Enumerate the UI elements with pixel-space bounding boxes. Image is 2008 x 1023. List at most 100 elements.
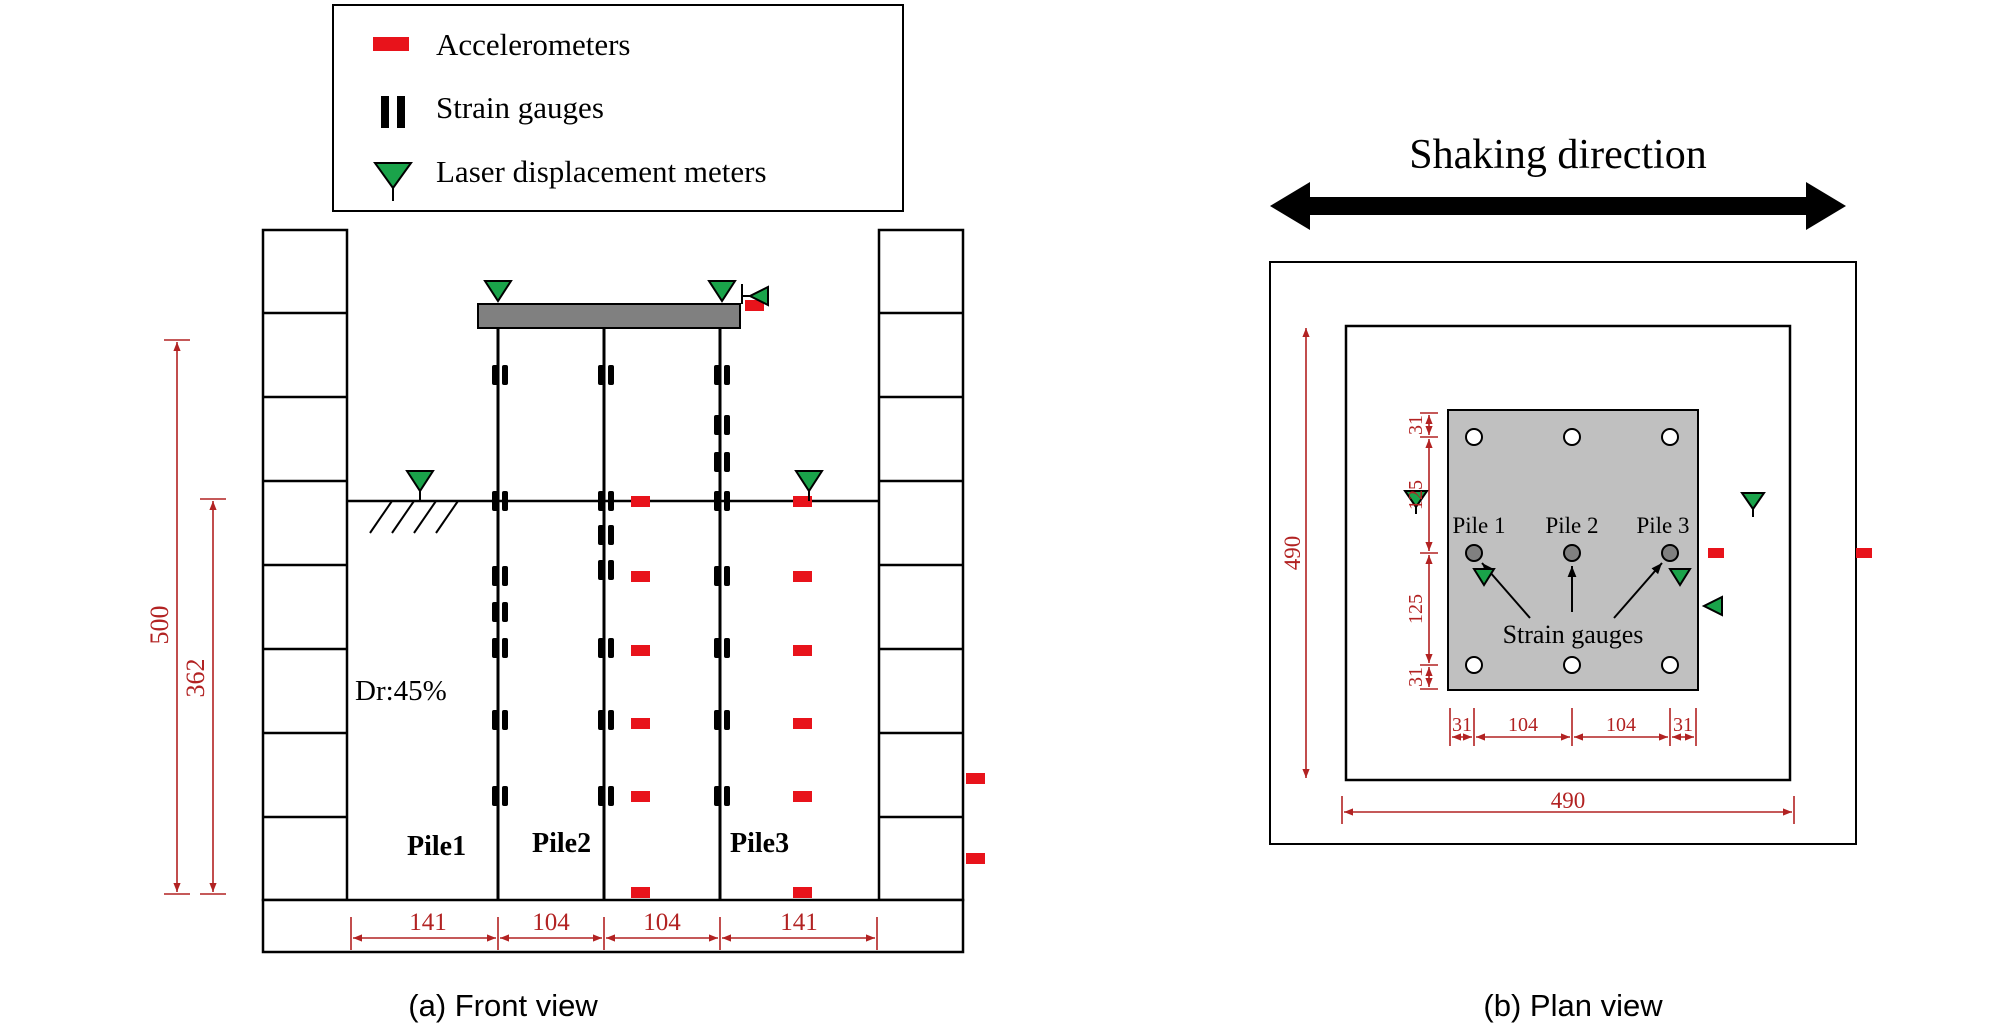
strain-gauge-icon: [714, 415, 720, 435]
strain-gauge-icon: [714, 452, 720, 472]
strain-gauge-icon: [608, 560, 614, 580]
strain-gauge-icon: [608, 365, 614, 385]
dim-plan-vertical-3: 125: [1405, 594, 1427, 624]
strain-gauge-icon: [598, 638, 604, 658]
accelerometer-icon: [631, 571, 650, 582]
accelerometer-legend-icon: [373, 37, 409, 51]
pile-circle: [1661, 656, 1679, 674]
strain-gauge-icon: [492, 710, 498, 730]
strain-gauge-icon: [502, 710, 508, 730]
dim-soil-depth: 362: [181, 659, 210, 698]
accelerometer-icon: [631, 887, 650, 898]
strain-gauge-icon: [598, 710, 604, 730]
laser-meter-icon: [405, 470, 435, 493]
strain-gauge-icon: [598, 491, 604, 511]
laser-meter-icon: [1701, 595, 1723, 617]
dim-plan-vertical-2: 125: [1405, 480, 1427, 510]
strain-gauge-icon: [714, 491, 720, 511]
laser-meter-icon: [747, 285, 769, 307]
pile-3-label: Pile3: [730, 828, 789, 859]
accelerometer-icon: [1856, 548, 1872, 558]
dim-plan-horizontal-4: 31: [1673, 714, 1693, 736]
strain-gauge-icon: [502, 365, 508, 385]
strain-gauge-icon: [608, 638, 614, 658]
pile-2-label: Pile2: [532, 828, 591, 859]
accelerometer-icon: [745, 300, 764, 311]
pile-2-circle: [1563, 544, 1581, 562]
strain-gauge-icon: [492, 365, 498, 385]
strain-gauge-icon: [608, 786, 614, 806]
plan-piles: [1465, 428, 1679, 674]
accelerometer-icon: [793, 645, 812, 656]
strain-gauge-icon: [608, 491, 614, 511]
accelerometer-icon: [631, 645, 650, 656]
pile-circle: [1563, 428, 1581, 446]
strain-gauge-icon: [608, 525, 614, 545]
strain-gauge-icon: [724, 452, 730, 472]
soil-density-label: Dr:45%: [355, 675, 447, 707]
laser-meter-icon: [1668, 568, 1692, 587]
dim-plan-horizontal-2: 104: [1508, 714, 1538, 736]
plan-horizontal-part-dimensions: 31 104 104 31: [1449, 708, 1697, 746]
accelerometer-icon: [793, 571, 812, 582]
accelerometer-icon: [966, 853, 985, 864]
front-view: Dr:45% Pile1 Pile2 Pile3 500 362 141: [145, 228, 985, 1023]
strain-gauge-icon: [492, 491, 498, 511]
strain-gauge-icon: [598, 525, 604, 545]
strain-gauge-icon: [714, 786, 720, 806]
plan-horizontal-outer-dimension: 490: [1341, 788, 1795, 824]
accelerometer-icon: [793, 887, 812, 898]
laser-meter-icon: [1403, 490, 1429, 509]
strain-gauge-legend-icon: [381, 96, 389, 128]
legend-accelerometers: Accelerometers: [436, 27, 631, 62]
strain-gauge-icon: [724, 415, 730, 435]
plan-pile-2-label: Pile 2: [1545, 513, 1598, 538]
laser-meter-icon: [483, 280, 513, 303]
strain-gauge-icon: [598, 365, 604, 385]
strain-gauge-icon: [492, 638, 498, 658]
front-horizontal-dimensions: 141 104 104 141: [350, 909, 878, 950]
pile-circle: [1563, 656, 1581, 674]
right-wall: [877, 228, 965, 902]
dim-plan-vertical-1: 31: [1405, 415, 1427, 435]
dim-spacing-2: 104: [532, 909, 570, 936]
dim-total-height: 500: [145, 606, 174, 645]
legend-strain-gauges: Strain gauges: [436, 90, 604, 125]
dim-spacing-1: 141: [409, 909, 447, 936]
plan-vertical-part-dimensions: 31 125 125 31: [1405, 412, 1438, 690]
laser-meter-icon: [1740, 492, 1766, 511]
left-wall: [261, 228, 349, 902]
plan-view-caption: (b) Plan view: [1483, 988, 1663, 1023]
strain-gauge-icon: [714, 710, 720, 730]
strain-gauge-icon: [502, 566, 508, 586]
legend-laser-meters: Laser displacement meters: [436, 154, 767, 189]
plan-pile-1-label: Pile 1: [1452, 513, 1505, 538]
pile-1-circle: [1465, 544, 1483, 562]
strain-gauge-icon: [724, 491, 730, 511]
accelerometer-icon: [631, 718, 650, 729]
accelerometer-icon: [631, 496, 650, 507]
laser-meter-legend-icon: [373, 162, 413, 190]
plan-strain-gauges-label: Strain gauges: [1503, 620, 1644, 649]
accelerometer-icon: [793, 496, 812, 507]
front-laser-meters: [405, 280, 824, 501]
plan-vertical-outer-dimension: 490: [1280, 328, 1310, 778]
plan-laser-meters: [1403, 490, 1766, 617]
strain-gauge-icon: [598, 560, 604, 580]
laser-meter-icon: [1472, 568, 1496, 587]
strain-gauge-icon: [492, 602, 498, 622]
strain-gauge-icon: [608, 710, 614, 730]
strain-gauge-icon: [492, 566, 498, 586]
dim-plan-vertical-outer: 490: [1280, 536, 1305, 571]
dim-plan-vertical-4: 31: [1405, 667, 1427, 687]
dim-spacing-3: 104: [643, 909, 681, 936]
shaking-direction-label: Shaking direction: [1409, 132, 1706, 178]
strain-gauge-icon: [714, 638, 720, 658]
pile-circle: [1661, 428, 1679, 446]
strain-gauge-icon: [724, 566, 730, 586]
pile-1-label: Pile1: [407, 831, 466, 862]
strain-gauge-icon: [502, 638, 508, 658]
strain-gauge-icon: [724, 365, 730, 385]
front-strain-gauges: [492, 365, 730, 806]
